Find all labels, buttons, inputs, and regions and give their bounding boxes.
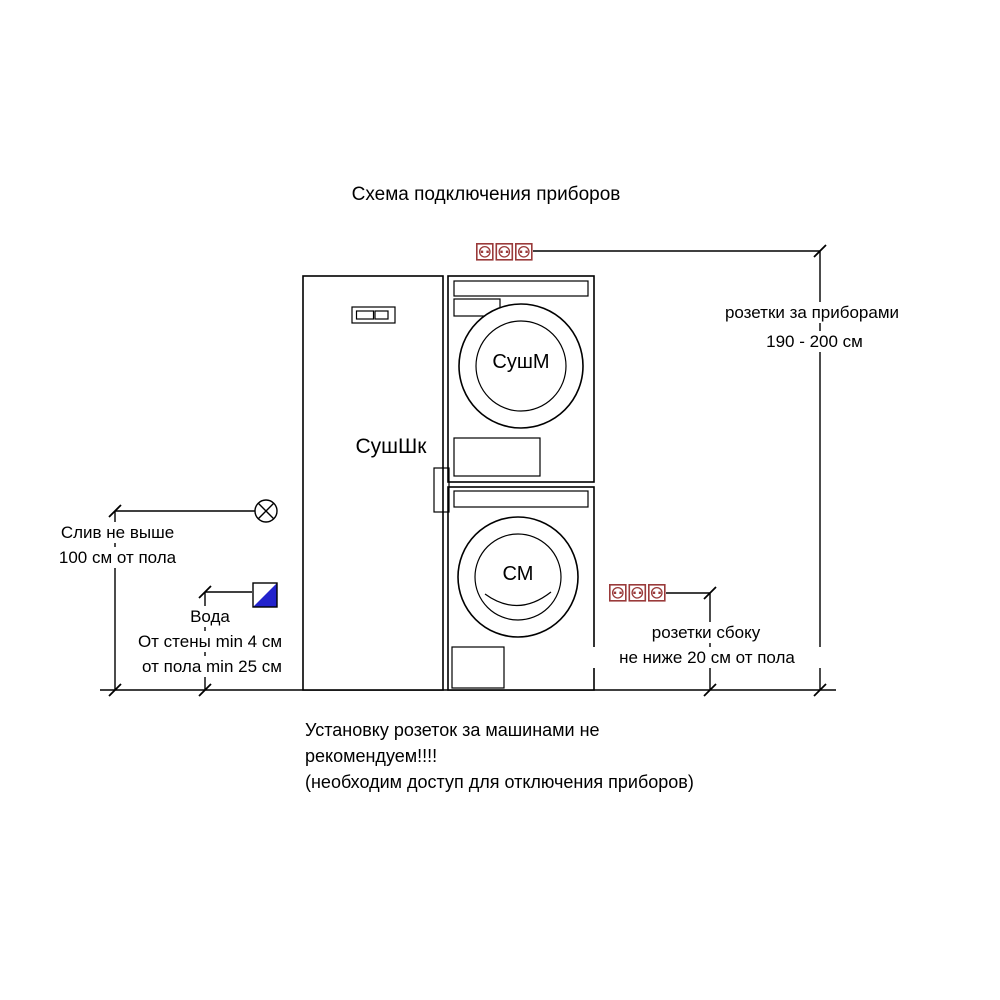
dryer-bottom-panel	[453, 437, 541, 477]
cabinet-body	[302, 275, 444, 691]
water-label: Вода	[170, 606, 250, 627]
tick-mark	[198, 585, 212, 599]
sockets-side-note-line2: не ниже 20 см от пола	[577, 647, 837, 668]
cabinet-control-panel	[351, 306, 396, 324]
dryer-unit	[447, 275, 595, 483]
sockets-back-note-line2: 190 - 200 см	[712, 331, 917, 352]
tick-mark	[703, 586, 717, 600]
drying-cabinet	[302, 275, 444, 691]
socket-icon	[648, 584, 666, 602]
water-note-line2: от пола min 25 см	[122, 656, 302, 677]
socket-icon	[495, 243, 514, 261]
socket-icon	[628, 584, 647, 602]
water-icon	[252, 582, 278, 608]
drain-icon	[254, 499, 278, 523]
water-note-line1: От стены min 4 см	[120, 631, 300, 652]
washer-unit	[447, 486, 595, 691]
dryer-label: СушМ	[492, 351, 550, 373]
tick-mark	[108, 683, 122, 697]
connector-duct	[433, 467, 450, 513]
drain-note-line1: Слив не выше	[35, 522, 200, 543]
dryer-door-inner	[475, 320, 567, 412]
cabinet-label: СушШк	[355, 435, 427, 458]
tick-mark	[108, 504, 122, 518]
sockets-back-note-line1: розетки за приборами	[712, 302, 912, 323]
tick-mark	[813, 683, 827, 697]
warning-note-line2: рекомендуем!!!!	[305, 746, 438, 766]
socket-group-top	[476, 243, 533, 261]
tick-mark	[198, 683, 212, 697]
cabinet-control-detail	[355, 310, 375, 320]
washer-label: СМ	[502, 563, 534, 585]
socket-icon	[476, 243, 494, 261]
page-title: Схема подключения приборов	[351, 184, 621, 205]
dryer-control-panel	[453, 280, 589, 297]
washer-door-glass-detail	[484, 591, 552, 607]
sockets-side-note-line1: розетки сбоку	[606, 622, 806, 643]
cabinet-control-detail	[374, 310, 389, 320]
washer-control-panel	[453, 490, 589, 508]
socket-icon	[515, 243, 533, 261]
tick-mark	[813, 244, 827, 258]
tick-mark	[703, 683, 717, 697]
washer-bottom-panel	[451, 646, 505, 689]
dryer-door	[458, 303, 584, 429]
tick-marks	[108, 244, 827, 697]
warning-note-line3: (необходим доступ для отключения приборо…	[305, 772, 694, 792]
socket-icon	[609, 584, 627, 602]
warning-note-line1: Установку розеток за машинами не	[305, 720, 600, 740]
socket-group-side	[609, 584, 666, 602]
drain-note-line2: 100 см от пола	[35, 547, 200, 568]
washer-door-inner	[474, 533, 562, 621]
